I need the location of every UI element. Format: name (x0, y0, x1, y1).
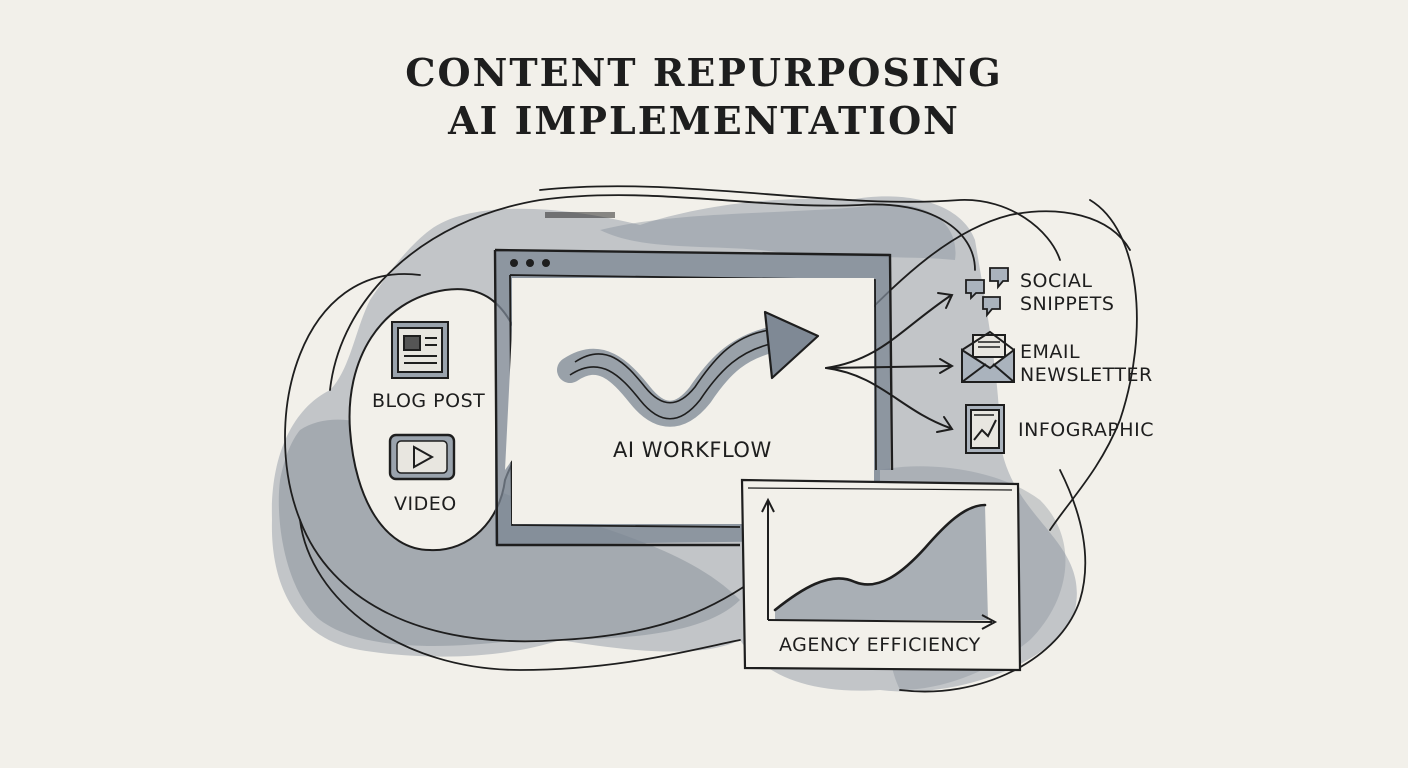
output-label-email: EMAIL NEWSLETTER (1020, 341, 1153, 387)
wavy-arrow-icon (557, 310, 820, 427)
window-dot-3 (542, 259, 550, 267)
bubble-connector (505, 330, 600, 470)
arrow-to-email (825, 365, 951, 369)
output-label-social: SOCIAL SNIPPETS (1020, 270, 1114, 316)
arrow-to-infographic (825, 367, 951, 429)
output-label-infographic: INFOGRAPHIC (1018, 419, 1154, 441)
sketch-outline (284, 185, 1138, 693)
workflow-label: AI WORKFLOW (613, 438, 772, 462)
output-arrows (825, 292, 954, 433)
chat-bubbles-icon (965, 267, 1009, 318)
input-label-video: VIDEO (394, 493, 457, 515)
play-video-icon (388, 433, 456, 481)
input-label-blog-post: BLOG POST (372, 390, 486, 412)
chart-document-icon (965, 404, 1005, 454)
title-line-1: CONTENT REPURPOSING (405, 50, 1003, 95)
envelope-icon (961, 330, 1015, 383)
window-dot-2 (526, 259, 534, 267)
output-email-line1: EMAIL (1020, 341, 1081, 363)
newspaper-icon (391, 321, 449, 379)
output-social-line1: SOCIAL (1020, 270, 1093, 292)
title-line-2: AI IMPLEMENTATION (448, 98, 960, 143)
arrow-to-social (825, 295, 951, 369)
output-email-line2: NEWSLETTER (1020, 364, 1153, 386)
output-social-line2: SNIPPETS (1020, 293, 1115, 315)
efficiency-label: AGENCY EFFICIENCY (779, 634, 981, 656)
window-dot-1 (510, 259, 518, 267)
growth-curve-icon (761, 497, 998, 630)
